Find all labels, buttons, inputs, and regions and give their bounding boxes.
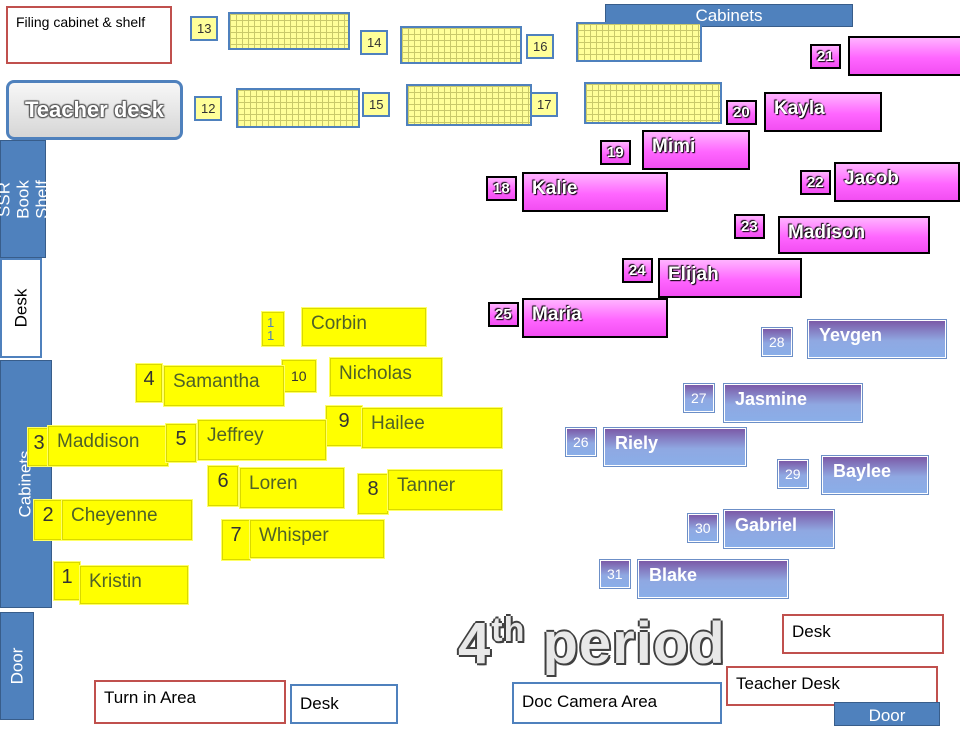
seat-number: 6 — [208, 466, 238, 506]
seat-name[interactable]: Jasmine — [724, 384, 862, 422]
seat-number: 8 — [358, 474, 388, 514]
seat-name[interactable]: Jacob — [834, 162, 960, 202]
seat-name[interactable]: Riely — [604, 428, 746, 466]
seat-name[interactable]: Hailee — [362, 408, 502, 448]
seat-name[interactable]: Blake — [638, 560, 788, 598]
grid-desk-number: 14 — [360, 30, 389, 55]
seat-number: 24 — [622, 258, 653, 283]
turn-in-area-label: Turn in Area — [94, 680, 286, 724]
door-left-label: Door — [0, 612, 34, 720]
grid-desk-number: 13 — [190, 16, 219, 41]
desk-bottom-label: Desk — [290, 684, 398, 724]
seat-number: 30 — [688, 514, 718, 542]
seat-number: 29 — [778, 460, 808, 488]
seat-number: 25 — [488, 302, 519, 327]
cabinets-top-label: Cabinets — [605, 4, 853, 27]
seat-number: 9 — [326, 406, 362, 446]
seat-name[interactable]: Corbin — [302, 308, 426, 346]
seat-name[interactable]: Tanner — [388, 470, 502, 510]
seat-name[interactable]: Jeffrey — [198, 420, 326, 460]
ssr-book-shelf: SSR Book Shelf — [0, 140, 52, 258]
seat-name[interactable]: Loren — [240, 468, 344, 508]
grid-desk[interactable] — [228, 12, 350, 50]
grid-desk-number: 17 — [530, 92, 559, 117]
seat-number: 2 — [34, 500, 62, 540]
seat-number: 26 — [566, 428, 596, 456]
seat-name[interactable]: Whisper — [250, 520, 384, 558]
seat-name[interactable]: Elijah — [658, 258, 802, 298]
seat-name[interactable]: Kalie — [522, 172, 668, 212]
grid-desk[interactable] — [576, 22, 702, 62]
seat-number: 31 — [600, 560, 630, 588]
grid-desk-number: 15 — [362, 92, 391, 117]
seat-number: 7 — [222, 520, 250, 560]
seat-name[interactable]: Yevgen — [808, 320, 946, 358]
seat-name[interactable]: Mimi — [642, 130, 750, 170]
seat-name[interactable] — [848, 36, 960, 76]
seat-number: 10 — [282, 360, 316, 392]
cabinets-left-label: Cabinets — [0, 360, 52, 608]
seat-name[interactable]: Kristin — [80, 566, 188, 604]
seat-number: 20 — [726, 100, 757, 125]
seat-number: 22 — [800, 170, 831, 195]
grid-desk[interactable] — [236, 88, 360, 128]
grid-desk-number: 12 — [194, 96, 223, 121]
seat-number: 4 — [136, 364, 162, 402]
filing-cabinet-label: Filing cabinet & shelf — [6, 6, 172, 64]
seat-name[interactable]: Gabriel — [724, 510, 834, 548]
seat-name[interactable]: Kayla — [764, 92, 882, 132]
grid-desk[interactable] — [400, 26, 522, 64]
seat-number: 21 — [810, 44, 841, 69]
teacher-desk-bottom-label: Teacher Desk — [726, 666, 938, 706]
desk-left-label: Desk — [0, 258, 42, 358]
teacher-desk-top: Teacher desk — [6, 80, 183, 140]
seat-name[interactable]: Cheyenne — [62, 500, 192, 540]
period-title: 4th period — [458, 611, 726, 676]
seat-number: 5 — [166, 424, 196, 462]
seat-number: 28 — [762, 328, 792, 356]
seat-number: 3 — [28, 428, 50, 466]
door-bottom-label: Door — [834, 702, 940, 726]
seat-name[interactable]: Maria — [522, 298, 668, 338]
seat-number: 27 — [684, 384, 714, 412]
seat-name[interactable]: Maddison — [48, 426, 168, 466]
seat-number: 11 — [262, 312, 284, 346]
grid-desk[interactable] — [584, 82, 722, 124]
seat-name[interactable]: Samantha — [164, 366, 284, 406]
seat-number: 1 — [54, 562, 80, 600]
seat-name[interactable]: Madison — [778, 216, 930, 254]
grid-desk-number: 16 — [526, 34, 555, 59]
seat-number: 23 — [734, 214, 765, 239]
seat-name[interactable]: Nicholas — [330, 358, 442, 396]
grid-desk[interactable] — [406, 84, 532, 126]
seat-number: 19 — [600, 140, 631, 165]
doc-camera-area-label: Doc Camera Area — [512, 682, 722, 724]
desk-right-label: Desk — [782, 614, 944, 654]
seat-name[interactable]: Baylee — [822, 456, 928, 494]
seat-number: 18 — [486, 176, 517, 201]
